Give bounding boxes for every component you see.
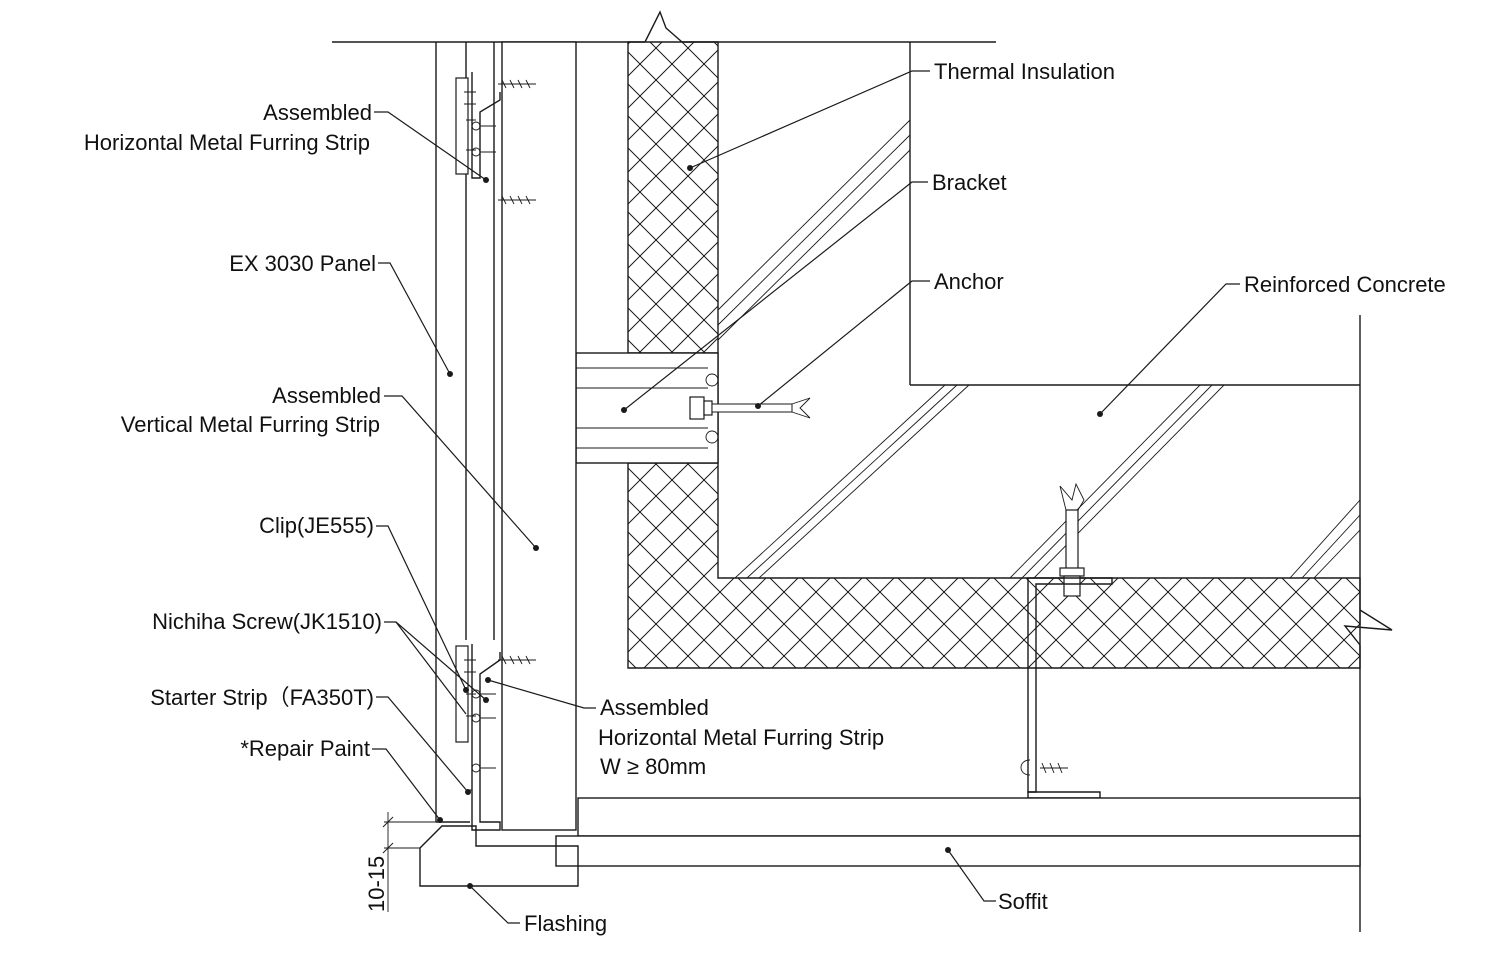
label-flashing: Flashing bbox=[524, 911, 607, 936]
leaders bbox=[372, 70, 1240, 924]
flashing bbox=[419, 825, 579, 887]
soffit bbox=[555, 797, 1361, 867]
label-panel: EX 3030 Panel bbox=[229, 251, 376, 276]
label-anchor: Anchor bbox=[934, 269, 1004, 294]
label-top-furring-1: Assembled bbox=[263, 100, 372, 125]
top-break-mark bbox=[644, 10, 683, 43]
label-screw: Nichiha Screw(JK1510) bbox=[152, 609, 382, 634]
gap-dimension bbox=[382, 812, 436, 912]
top-furring-clip bbox=[455, 72, 536, 205]
concrete-hatch bbox=[734, 384, 1360, 578]
thermal-insulation bbox=[627, 41, 1361, 669]
label-bottom-furring-2: Horizontal Metal Furring Strip bbox=[598, 725, 884, 750]
bottom-furring-clip bbox=[455, 644, 536, 831]
anchor bbox=[689, 396, 811, 420]
label-repair-paint: *Repair Paint bbox=[240, 736, 370, 761]
right-break-mark bbox=[1343, 609, 1393, 646]
label-bottom-furring-3: W ≥ 80mm bbox=[600, 754, 706, 779]
label-bottom-furring-1: Assembled bbox=[600, 695, 709, 720]
ceiling-anchor bbox=[1020, 482, 1113, 814]
label-reinforced-concrete: Reinforced Concrete bbox=[1244, 272, 1446, 297]
label-vertical-furring-1: Assembled bbox=[272, 383, 381, 408]
label-vertical-furring-2: Vertical Metal Furring Strip bbox=[121, 412, 380, 437]
label-top-furring-2: Horizontal Metal Furring Strip bbox=[84, 130, 370, 155]
vertical-furring-strip bbox=[501, 41, 577, 831]
label-bracket: Bracket bbox=[932, 170, 1007, 195]
label-gap-dimension: 10-15 bbox=[364, 856, 389, 912]
label-starter-strip: Starter Strip（FA350T) bbox=[150, 685, 374, 710]
label-clip: Clip(JE555) bbox=[259, 513, 374, 538]
label-thermal-insulation: Thermal Insulation bbox=[934, 59, 1115, 84]
label-soffit: Soffit bbox=[998, 889, 1048, 914]
